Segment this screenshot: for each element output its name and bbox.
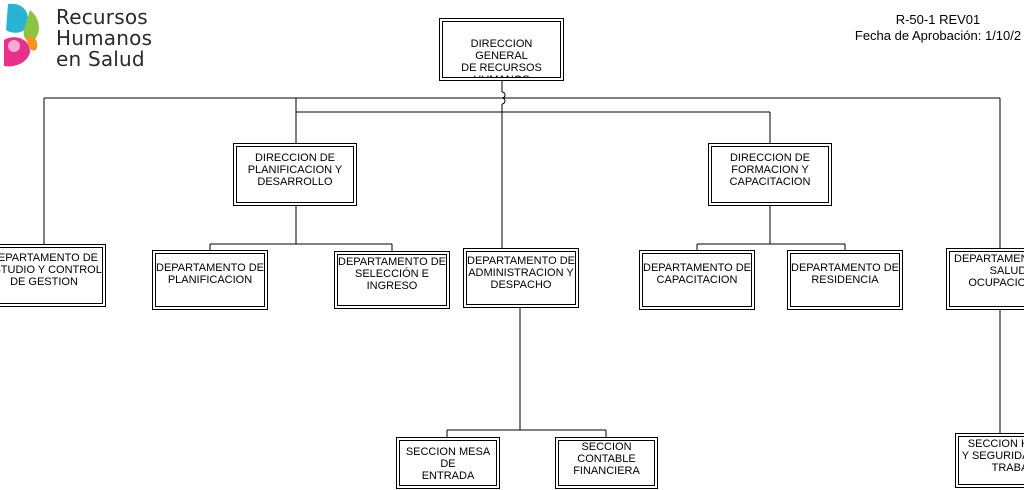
node-direccion-planificacion: DIRECCION DE PLANIFICACION Y DESARROLLO bbox=[233, 143, 357, 206]
node-seccion-contable: SECCION CONTABLE FINANCIERA bbox=[555, 437, 658, 489]
node-depto-planificacion: DEPARTAMENTO DE PLANIFICACION bbox=[152, 250, 268, 310]
node-label: SECCION CONTABLE FINANCIERA bbox=[558, 440, 655, 486]
node-depto-estudio: DEPARTAMENTO DE ESTUDIO Y CONTROL DE GES… bbox=[0, 244, 106, 307]
node-label: DEPARTAMENTO DE ESTUDIO Y CONTROL DE GES… bbox=[0, 247, 103, 304]
node-label: DEPARTAMENTO DE SELECCIÓN E INGRESO bbox=[337, 254, 447, 306]
document-code: R-50-1 REV01 bbox=[895, 12, 981, 27]
node-seccion-higiene: SECCION HIGIENE Y SEGURIDAD EN EL TRABAJ… bbox=[955, 433, 1024, 488]
node-label: DEPARTAMENTO DE SALUD OCUPACIONAL bbox=[949, 251, 1024, 307]
node-label: SECCION MESA DE ENTRADA bbox=[399, 440, 497, 486]
logo-line: Recursos bbox=[56, 5, 148, 29]
node-label: SECCION HIGIENE Y SEGURIDAD EN EL TRABAJ… bbox=[958, 436, 1024, 485]
logo: Recursos Humanos en Salud bbox=[0, 0, 175, 80]
node-label: DEPARTAMENTO DE PLANIFICACION bbox=[155, 253, 265, 307]
logo-line: Humanos bbox=[56, 26, 153, 50]
document-reference: R-50-1 REV01 Fecha de Aprobación: 1/10/2 bbox=[818, 12, 1024, 44]
node-depto-salud: DEPARTAMENTO DE SALUD OCUPACIONAL bbox=[946, 248, 1024, 310]
node-seccion-mesa: SECCION MESA DE ENTRADA bbox=[396, 437, 500, 489]
node-direccion-general: DIRECCION GENERAL DE RECURSOS HUMANOS bbox=[439, 18, 564, 81]
node-depto-residencia: DEPARTAMENTO DE RESIDENCIA bbox=[787, 250, 903, 310]
node-direccion-formacion: DIRECCION DE FORMACION Y CAPACITACION bbox=[708, 143, 832, 206]
node-label: DEPARTAMENTO DE ADMINISTRACION Y DESPACH… bbox=[466, 251, 576, 305]
node-depto-administracion: DEPARTAMENTO DE ADMINISTRACION Y DESPACH… bbox=[463, 248, 579, 308]
node-label: DEPARTAMENTO DE CAPACITACION bbox=[642, 253, 752, 307]
node-label: DIRECCION DE FORMACION Y CAPACITACION bbox=[711, 146, 829, 203]
node-label: DIRECCION GENERAL DE RECURSOS HUMANOS bbox=[442, 21, 561, 78]
node-depto-capacitacion: DEPARTAMENTO DE CAPACITACION bbox=[639, 250, 755, 310]
node-label: DEPARTAMENTO DE RESIDENCIA bbox=[790, 253, 900, 307]
logo-line: en Salud bbox=[56, 47, 145, 71]
node-label: DIRECCION DE PLANIFICACION Y DESARROLLO bbox=[236, 146, 354, 203]
recursos-humanos-logo-icon bbox=[4, 3, 39, 67]
node-depto-seleccion: DEPARTAMENTO DE SELECCIÓN E INGRESO bbox=[334, 251, 450, 309]
logo-wordmark: Recursos Humanos en Salud bbox=[56, 7, 152, 70]
approval-date: Fecha de Aprobación: 1/10/2 bbox=[854, 28, 1022, 43]
